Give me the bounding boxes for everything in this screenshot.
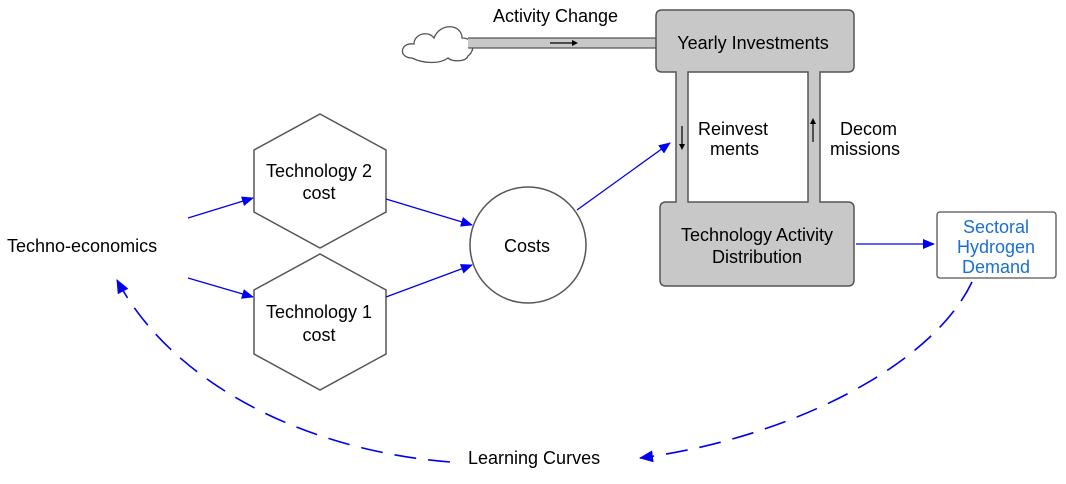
learning-curve-link-demand [639,281,973,463]
decommissions-label-1: Decom [840,119,897,139]
technology-activity-label-2: Distribution [712,247,802,267]
technology-1-label-2: cost [302,325,335,345]
technology-2-label-2: cost [302,183,335,203]
activity-change-label: Activity Change [493,6,618,26]
link-techno-to-tech2 [187,196,254,219]
technology-1-label-1: Technology 1 [266,302,372,322]
link-techno-to-tech1 [187,277,254,299]
decommissions-label-2: missions [830,139,900,159]
link-costs-to-reinvestments [576,142,671,211]
technology-2-label-1: Technology 2 [266,161,372,181]
yearly-investments-label: Yearly Investments [677,33,828,53]
learning-curves-label: Learning Curves [468,448,600,468]
reinvestments-label-2: ments [710,139,759,159]
link-tech1-to-costs [385,264,473,298]
sectoral-label-2: Hydrogen [957,237,1035,257]
techno-economics-label: Techno-economics [7,236,157,256]
stock-inner-gap [687,71,809,203]
sectoral-hydrogen-demand-box [936,211,1057,279]
technology-activity-label-1: Technology Activity [681,225,833,245]
reinvestments-label-1: Reinvest [698,119,768,139]
sectoral-label-1: Sectoral [963,217,1029,237]
cloud-icon [401,26,474,64]
learning-curve-link-techno [116,279,451,463]
costs-label: Costs [504,236,550,256]
technology-2-cost-node [253,113,387,249]
sectoral-label-3: Demand [962,257,1030,277]
technology-1-cost-node [253,253,387,391]
costs-node [469,186,587,304]
link-tech2-to-costs [385,198,473,227]
